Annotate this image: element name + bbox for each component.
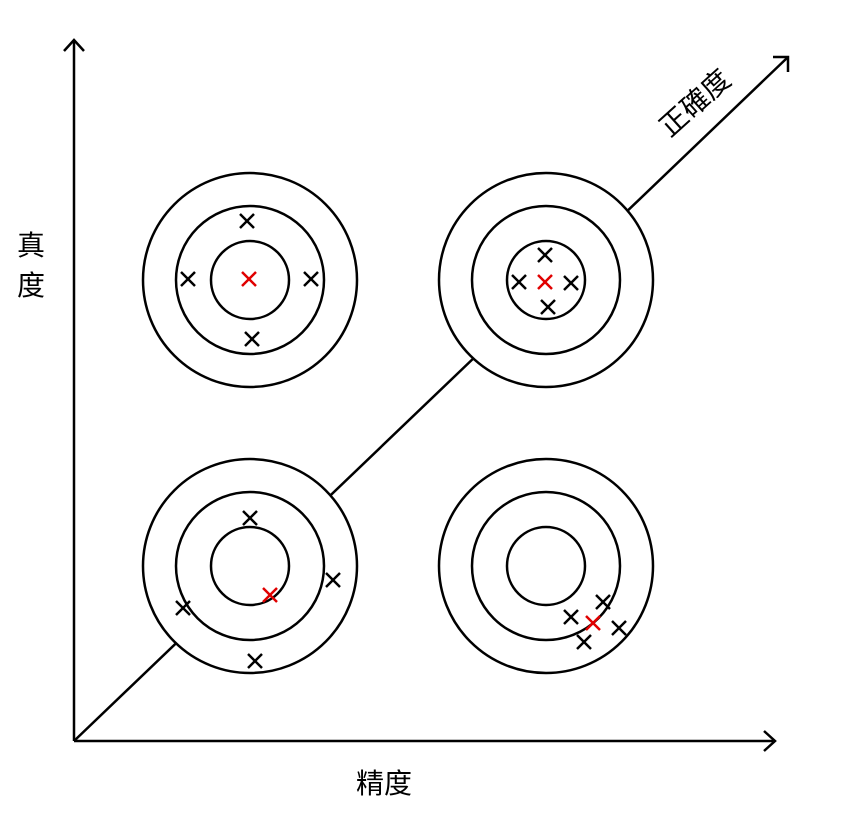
mean-cross-icon: [585, 615, 601, 631]
measurement-cross-icon: [563, 275, 579, 291]
diagonal-axis-arrow-icon: [773, 55, 790, 72]
measurement-cross-icon: [537, 247, 553, 263]
mean-cross-icon: [241, 271, 257, 287]
measurement-cross-icon: [247, 653, 263, 669]
measurement-cross-icon: [611, 620, 627, 636]
target-ring: [209, 525, 291, 607]
measurement-cross-icon: [244, 331, 260, 347]
measurement-cross-icon: [563, 609, 579, 625]
measurement-cross-icon: [576, 634, 592, 650]
target-high-trueness-low-precision: [141, 171, 359, 389]
measurement-cross-icon: [242, 510, 258, 526]
measurement-cross-icon: [303, 271, 319, 287]
x-axis-arrow-icon: [763, 730, 777, 752]
measurement-cross-icon: [325, 572, 341, 588]
measurement-cross-icon: [511, 274, 527, 290]
measurement-cross-icon: [595, 594, 611, 610]
target-ring: [505, 525, 587, 607]
measurement-cross-icon: [239, 213, 255, 229]
mean-cross-icon: [262, 587, 278, 603]
mean-cross-icon: [537, 274, 553, 290]
measurement-cross-icon: [180, 271, 196, 287]
measurement-cross-icon: [175, 600, 191, 616]
target-high-trueness-high-precision: [437, 171, 655, 389]
y-axis-label: 真度: [16, 229, 45, 302]
y-axis-arrow-icon: [63, 38, 85, 52]
measurement-cross-icon: [540, 299, 556, 315]
target-low-trueness-high-precision: [437, 457, 655, 675]
x-axis-label: 精度: [356, 767, 413, 800]
target-low-trueness-low-precision: [141, 457, 359, 675]
